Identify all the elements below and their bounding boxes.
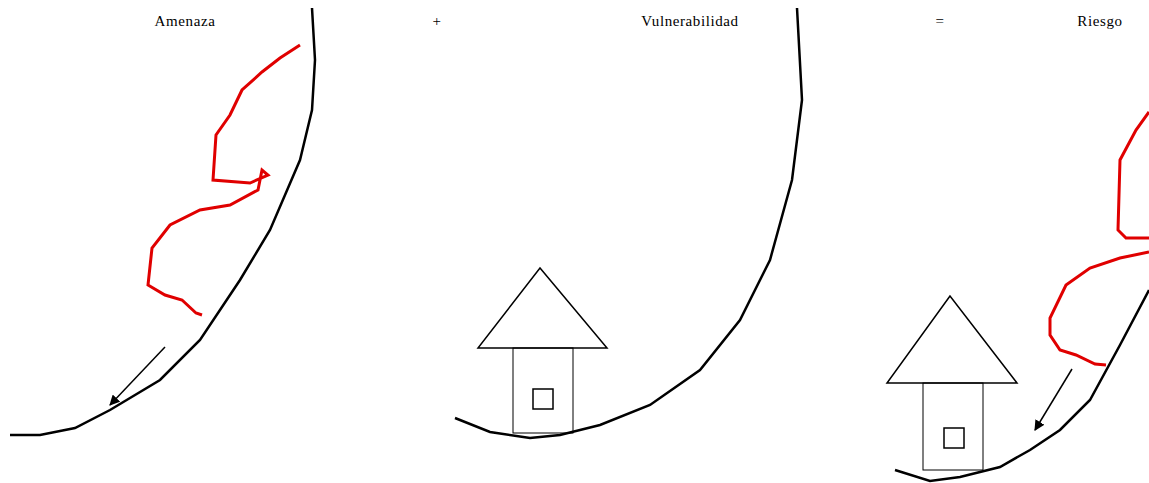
slope-line <box>455 8 802 438</box>
operator-sign: = <box>935 12 944 30</box>
house-window <box>944 428 964 448</box>
operator-sign: + <box>432 12 441 30</box>
house-window <box>533 389 553 409</box>
house-wall <box>513 348 573 433</box>
house-roof <box>887 296 1017 383</box>
crack-line <box>1050 252 1149 365</box>
panel-title: Amenaza <box>155 12 216 30</box>
slide-arrow <box>1035 369 1072 430</box>
slope-line <box>10 8 315 435</box>
panel-title: Vulnerabilidad <box>641 12 738 30</box>
slide-arrow <box>110 347 165 405</box>
crack-line <box>1118 112 1149 238</box>
house-roof <box>478 268 607 348</box>
crack-line <box>148 45 300 315</box>
panel-title: Riesgo <box>1077 12 1122 30</box>
house-wall <box>923 383 983 470</box>
